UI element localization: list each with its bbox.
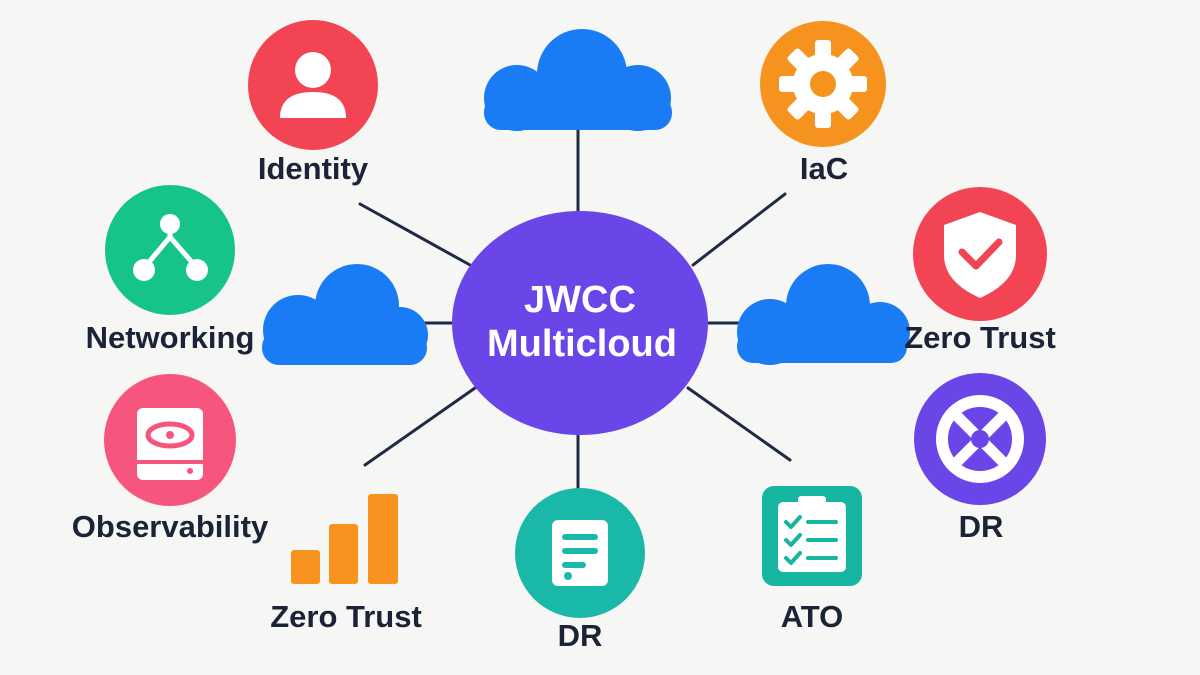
hub-node: JWCC Multicloud [452, 211, 708, 435]
node-dr-bottom: DR [515, 488, 645, 653]
zero-trust-2-label: Zero Trust [270, 599, 422, 634]
user-icon [280, 52, 346, 118]
connector-lower-right [686, 386, 792, 462]
node-zero-trust: Zero Trust [904, 187, 1056, 355]
cloud-icon [737, 264, 910, 365]
checklist-icon [778, 496, 846, 572]
connectors [358, 128, 792, 512]
node-zero-trust-2: Zero Trust [270, 494, 422, 634]
identity-label: Identity [258, 151, 369, 186]
node-networking: Networking [86, 185, 255, 355]
networking-circle [105, 185, 235, 315]
iac-label: IaC [800, 151, 848, 186]
connector-lower-left [363, 386, 477, 467]
hub-title-line1: JWCC [524, 279, 636, 321]
node-ato: ATO [762, 486, 862, 634]
node-iac: IaC [760, 21, 886, 186]
monitor-eye-icon [137, 408, 203, 480]
node-dr-right: DR [914, 373, 1046, 544]
cloud-icon [262, 264, 428, 365]
network-icon [133, 214, 208, 281]
hub-ellipse [452, 211, 708, 435]
lifebuoy-icon [936, 395, 1024, 483]
node-observability: Observability [72, 374, 269, 544]
dr-bottom-label: DR [558, 618, 603, 653]
gear-icon [779, 40, 867, 128]
observability-label: Observability [72, 509, 269, 544]
shield-check-icon [944, 212, 1016, 298]
node-identity: Identity [248, 20, 378, 186]
cloud-icon [484, 29, 672, 131]
connector-identity [358, 202, 472, 267]
connector-iac [691, 192, 787, 267]
networking-label: Networking [86, 320, 255, 355]
document-icon [552, 520, 608, 586]
zero-trust-label: Zero Trust [904, 320, 1056, 355]
dr-right-label: DR [959, 509, 1004, 544]
bar-chart-icon [291, 494, 398, 584]
ato-label: ATO [781, 599, 844, 634]
hub-title-line2: Multicloud [487, 323, 677, 365]
